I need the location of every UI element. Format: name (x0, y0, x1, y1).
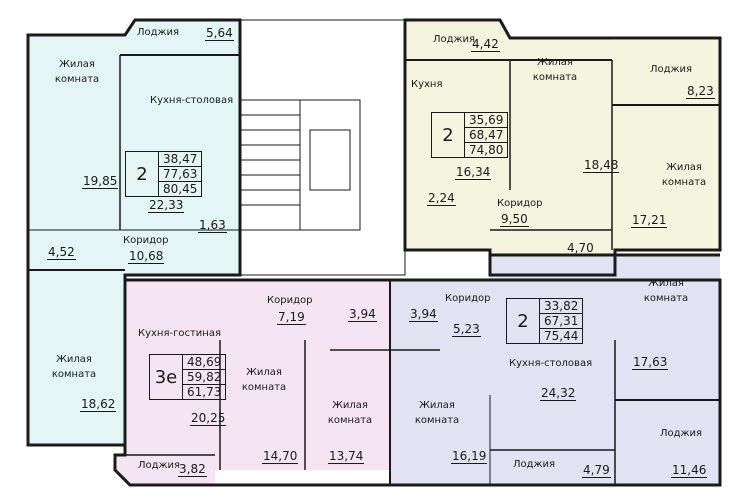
apartment-a-area (28, 20, 240, 445)
total-area: 68,47 (465, 128, 508, 143)
room-area: 19,85 (82, 174, 119, 189)
total-with-loggia: 61,73 (187, 385, 222, 399)
apartment-summary: 2 38,47 77,63 80,45 (125, 151, 203, 197)
room-area: 22,33 (148, 198, 185, 213)
room-area: 16,34 (455, 165, 492, 180)
room-name: Лоджия (138, 460, 181, 471)
room-name: Жилая комната (54, 59, 100, 85)
room-area: 4,52 (47, 245, 76, 260)
room-name: Жилая комната (51, 354, 97, 380)
room-name: Лоджия (433, 34, 476, 45)
total-with-loggia: 80,45 (163, 182, 198, 196)
room-area: 4,70 (566, 241, 595, 256)
stairwell (239, 19, 406, 276)
room-name: Жилая комната (643, 278, 689, 304)
room-area: 5,23 (452, 322, 481, 337)
room-area: 4,79 (582, 463, 611, 478)
total-area: 59,82 (183, 370, 226, 385)
room-name: Коридор (123, 235, 169, 246)
total-area: 77,63 (159, 167, 202, 182)
room-area: 10,68 (128, 249, 165, 264)
living-area: 35,69 (465, 113, 508, 128)
room-area: 20,25 (190, 411, 227, 426)
room-name: Кухня-столовая (150, 95, 234, 106)
room-name: Жилая комната (661, 162, 707, 188)
room-area: 9,50 (500, 212, 529, 227)
room-area: 16,19 (451, 449, 488, 464)
room-name: Лоджия (513, 459, 556, 470)
room-name: Жилая комната (241, 367, 287, 393)
apartment-summary: 3е 48,69 59,82 61,73 (149, 354, 227, 400)
apartment-summary: 2 35,69 68,47 74,80 (431, 112, 509, 158)
room-area: 7,19 (277, 310, 306, 325)
room-area: 24,32 (540, 386, 577, 401)
room-area: 3,82 (178, 462, 207, 477)
room-area: 14,70 (262, 449, 299, 464)
room-area: 18,48 (583, 158, 620, 173)
apartment-b-area (405, 20, 720, 275)
living-area: 48,69 (183, 355, 226, 370)
room-area: 13,74 (328, 449, 365, 464)
room-area: 11,46 (671, 463, 708, 478)
room-area: 17,21 (631, 213, 668, 228)
total-area: 67,31 (540, 314, 583, 329)
room-area: 4,42 (471, 37, 500, 52)
room-name: Жилая комната (327, 400, 373, 426)
room-area: 3,94 (409, 307, 438, 322)
room-count: 2 (126, 152, 159, 196)
room-name: Лоджия (650, 64, 693, 75)
room-name: Кухня-гостиная (138, 328, 221, 339)
room-name: Кухня (411, 79, 443, 90)
room-name: Коридор (497, 198, 543, 209)
room-name: Лоджия (660, 428, 703, 439)
room-name: Жилая комната (532, 57, 578, 83)
room-area: 8,23 (686, 84, 715, 99)
room-name: Коридор (445, 293, 491, 304)
total-with-loggia: 74,80 (469, 143, 504, 157)
apartment-d-area (390, 255, 720, 485)
room-name: Жилая комната (414, 400, 460, 426)
room-count: 2 (432, 113, 465, 157)
room-area: 3,94 (348, 307, 377, 322)
room-name: Коридор (267, 295, 313, 306)
total-with-loggia: 75,44 (544, 329, 579, 343)
room-area: 2,24 (427, 191, 456, 206)
living-area: 33,82 (540, 299, 583, 314)
room-area: 5,64 (205, 26, 234, 41)
room-count: 2 (507, 299, 540, 343)
room-name: Лоджия (137, 27, 180, 38)
room-count: 3е (150, 355, 183, 399)
walls (26, 18, 722, 487)
apartment-summary: 2 33,82 67,31 75,44 (506, 298, 584, 344)
room-area: 17,63 (632, 355, 669, 370)
room-name: Кухня-столовая (509, 358, 593, 369)
apartment-c-area (115, 280, 390, 485)
living-area: 38,47 (159, 152, 202, 167)
room-area: 1,63 (198, 218, 227, 233)
room-area: 18,62 (80, 397, 117, 412)
